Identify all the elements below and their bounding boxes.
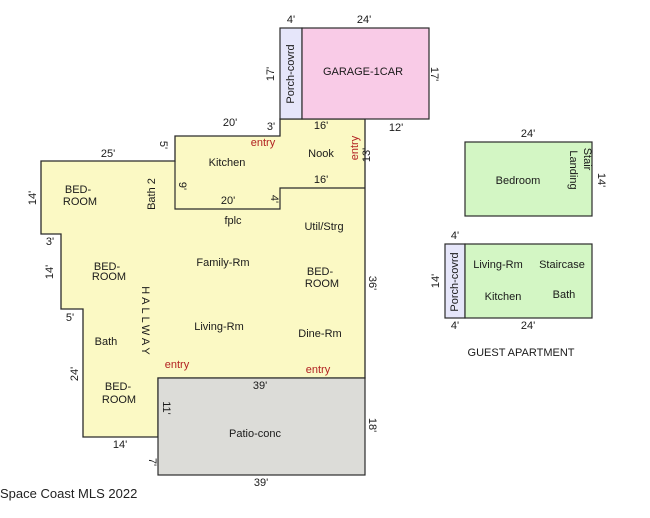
dim-left-step: 5' bbox=[157, 141, 169, 149]
guest-staircase-label: Staircase bbox=[539, 259, 585, 271]
bedroom-2-label-line2: ROOM bbox=[92, 271, 126, 283]
bedroom-1-label-line2: ROOM bbox=[63, 196, 97, 208]
dim-kitchen-mid: 3' bbox=[267, 121, 275, 133]
family-room-label: Family-Rm bbox=[196, 257, 249, 269]
dim-left-lower: 24' bbox=[69, 367, 81, 381]
bedroom-4-label-line2: ROOM bbox=[102, 394, 136, 406]
guest-apartment-title: GUEST APARTMENT bbox=[468, 347, 575, 359]
dim-guest-bottom: 24' bbox=[521, 320, 535, 332]
guest-bedroom-area bbox=[464, 141, 593, 217]
dim-left-top: 25' bbox=[101, 148, 115, 160]
guest-porch-covered-label: Porch-covrd bbox=[449, 252, 461, 311]
garage-area bbox=[301, 27, 430, 120]
patio-area bbox=[157, 377, 366, 476]
dim-nook-top: 16' bbox=[314, 120, 328, 132]
dim-guest-bed-side: 14' bbox=[595, 173, 607, 187]
guest-main-area bbox=[464, 243, 593, 319]
dim-kitchen-step: 4' bbox=[268, 195, 280, 203]
guest-bath-label: Bath bbox=[553, 289, 576, 301]
kitchen-label: Kitchen bbox=[209, 157, 246, 169]
bedroom-3-label-line1: BED- bbox=[307, 266, 334, 278]
bath-2-label: Bath 2 bbox=[146, 178, 158, 210]
dim-guest-porch-bottom: 4' bbox=[451, 320, 459, 332]
guest-stair-landing-label-line2: Landing bbox=[567, 150, 579, 189]
entry-label-hall: entry bbox=[165, 359, 190, 371]
dim-bed-left: 14' bbox=[27, 191, 39, 205]
bath-label: Bath bbox=[95, 336, 118, 348]
dim-bed2-left: 14' bbox=[44, 265, 56, 279]
dim-porch-top: 4' bbox=[287, 14, 295, 26]
bedroom-3-label-line2: ROOM bbox=[305, 278, 339, 290]
dim-bath2-width: 9' bbox=[176, 182, 188, 190]
bedroom-1-label-line1: BED- bbox=[65, 184, 92, 196]
entry-label-dine: entry bbox=[306, 364, 331, 376]
entry-label-top: entry bbox=[251, 137, 276, 149]
dim-bottom-step: 7' bbox=[146, 458, 158, 466]
dim-garage-bottom: 12' bbox=[389, 122, 403, 134]
dim-nook-side: 13' bbox=[361, 148, 373, 162]
dim-patio-bottom: 39' bbox=[254, 477, 268, 489]
dim-guest-bed-top: 24' bbox=[521, 128, 535, 140]
dim-step-3: 3' bbox=[46, 236, 54, 248]
dim-guest-left: 14' bbox=[430, 274, 442, 288]
utility-storage-label: Util/Strg bbox=[304, 221, 343, 233]
copyright-notice: Space Coast MLS 2022 bbox=[0, 486, 138, 501]
dim-kitchen-bottom: 20' bbox=[221, 195, 235, 207]
dim-garage-top: 24' bbox=[357, 14, 371, 26]
living-room-label: Living-Rm bbox=[194, 321, 244, 333]
nook-label: Nook bbox=[308, 148, 334, 160]
garage-label: GARAGE-1CAR bbox=[323, 66, 403, 78]
fireplace-label: fplc bbox=[224, 215, 242, 227]
dim-kitchen-top: 20' bbox=[223, 117, 237, 129]
dining-room-label: Dine-Rm bbox=[298, 328, 341, 340]
dim-bottom-left: 14' bbox=[113, 439, 127, 451]
dim-main-right: 36' bbox=[366, 276, 378, 290]
dim-patio-left: 11' bbox=[160, 401, 172, 415]
guest-living-room-label: Living-Rm bbox=[473, 259, 523, 271]
patio-label: Patio-conc bbox=[229, 428, 281, 440]
kitchen-wall bbox=[174, 161, 365, 210]
bedroom-4-label-line1: BED- bbox=[105, 381, 132, 393]
dim-step-5: 5' bbox=[66, 312, 74, 324]
hallway-label: HALLWAY bbox=[139, 286, 151, 358]
bedroom-2-label-line1: BED- bbox=[94, 261, 121, 273]
dim-patio-top: 39' bbox=[253, 380, 267, 392]
porch-covered-label: Porch-covrd bbox=[285, 44, 297, 103]
dim-nook-bottom: 16' bbox=[314, 174, 328, 186]
dim-guest-porch-top: 4' bbox=[451, 230, 459, 242]
dim-porch-side: 17' bbox=[265, 67, 277, 81]
guest-bedroom-label: Bedroom bbox=[496, 175, 541, 187]
dim-patio-right: 18' bbox=[366, 418, 378, 432]
guest-kitchen-label: Kitchen bbox=[485, 291, 522, 303]
guest-stair-landing-label-line1: Stair bbox=[581, 148, 593, 171]
entry-label-nook: entry bbox=[349, 135, 361, 160]
dim-garage-side: 17' bbox=[428, 67, 440, 81]
